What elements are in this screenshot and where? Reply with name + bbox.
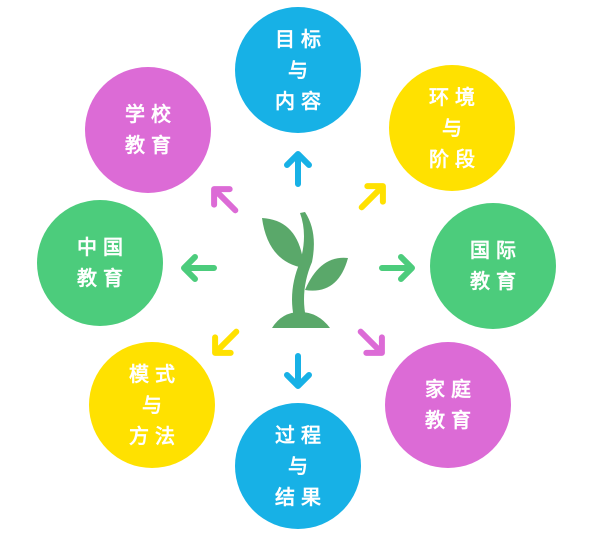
node-label-line: 阶段 [429,146,481,171]
node-goals: 目标与内容 [235,7,361,133]
node-label-line: 模式 [129,361,181,386]
node-process: 过程与结果 [235,403,361,529]
node-label-line: 学校 [125,102,177,126]
node-school: 学校教育 [85,67,211,193]
node-label-line: 与 [288,453,314,478]
node-family: 家庭教育 [385,342,511,468]
node-china: 中国教育 [37,200,163,326]
node-label-line: 中国 [77,235,129,259]
arrow-up-right-icon [354,178,391,215]
node-label-line: 内容 [275,88,327,113]
node-label-line: 与 [142,392,168,417]
node-label-line: 结果 [275,484,327,509]
node-label-line: 国际 [470,238,522,262]
node-methods: 模式与方法 [89,342,215,468]
node-label-line: 教育 [125,133,177,157]
node-label-line: 环境 [429,84,481,109]
arrow-down-right-icon [353,324,390,361]
arrow-up-left-icon [206,181,243,218]
node-label-line: 家庭 [425,377,477,401]
node-label-line: 教育 [425,408,477,432]
arrow-down-left-icon [207,324,244,361]
arrow-up-icon [287,154,309,184]
node-label-line: 方法 [129,423,181,448]
node-environment: 环境与阶段 [389,65,515,191]
node-label-line: 目标 [275,26,327,51]
arrow-right-icon [382,257,412,279]
node-label-line: 与 [442,115,468,140]
node-international: 国际教育 [430,203,556,329]
arrow-left-icon [184,257,214,279]
node-label-line: 教育 [470,269,522,293]
node-label-line: 过程 [275,422,327,447]
arrow-down-icon [287,356,309,386]
node-label-line: 与 [288,57,314,82]
sprout-icon [262,212,348,328]
node-label-line: 教育 [77,266,129,290]
